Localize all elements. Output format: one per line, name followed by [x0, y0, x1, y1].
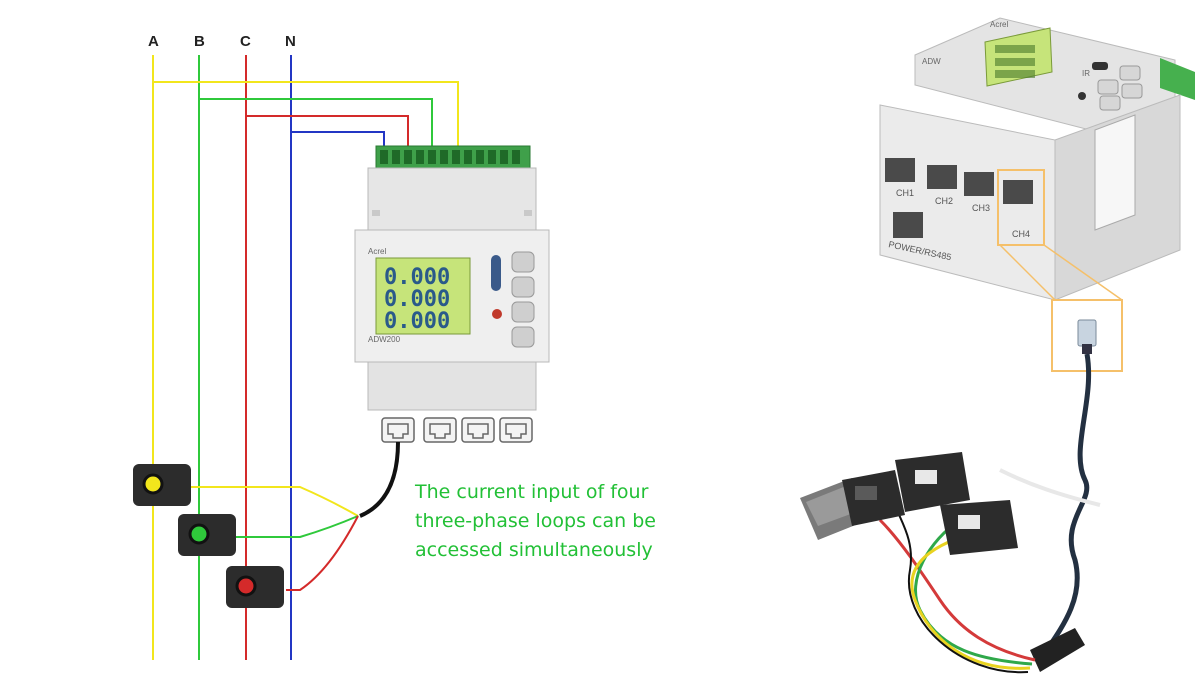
lcd-row-2: 0.000: [384, 287, 450, 312]
ct-clamp-3: [895, 452, 970, 512]
port-label-ch4: CH4: [1012, 229, 1030, 239]
cable-tie: [999, 468, 1101, 507]
lcd-row-1: 0.000: [384, 265, 450, 290]
meter-right-brand: Acrel: [990, 20, 1008, 29]
phase-label-a: A: [148, 33, 159, 50]
ir-window: [491, 255, 501, 291]
meter-left-brand: Acrel: [368, 247, 386, 256]
port-label-ch3: CH3: [972, 203, 990, 213]
rj-plug: [1077, 319, 1097, 354]
meter-button-2[interactable]: [511, 276, 535, 298]
port-label-ch1: CH1: [896, 188, 914, 198]
meter-button-4[interactable]: [511, 326, 535, 348]
ct-lead-c: [286, 515, 359, 591]
energy-meter-left: Acrel ADW200 0.000 0.000 0.000: [354, 167, 550, 411]
sensor-cable: [1037, 353, 1092, 662]
lead-black: [894, 504, 1029, 674]
pulse-led: [492, 309, 502, 319]
meter-left-lcd: [375, 257, 471, 335]
energy-meter-right: Acrel ADW IR CH1 CH2 CH3 CH4 POWER/RS485: [879, 17, 1195, 301]
meter-right-ir-label: IR: [1082, 69, 1090, 78]
caption-line-1: The current input of four: [414, 481, 649, 503]
voltage-wire-a: [153, 81, 459, 150]
meter-left-model: ADW200: [368, 335, 401, 344]
ct-clamp-4: [940, 500, 1018, 555]
terminal-block: [375, 145, 531, 169]
ct-lead-a: [190, 486, 359, 517]
ct-sensor-c: [226, 566, 284, 608]
phase-label-b: B: [194, 33, 205, 50]
meter-right-button-1[interactable]: [1119, 65, 1141, 81]
caption-line-2: three-phase loops can be: [415, 510, 656, 532]
meter-right-led: [1078, 92, 1086, 100]
ch4-highlight-box: [997, 169, 1045, 246]
phase-label-n: N: [285, 33, 296, 50]
cable-boot: [1030, 628, 1085, 672]
lcd-row-3: 0.000: [384, 309, 450, 334]
phase-label-c: C: [240, 33, 251, 50]
meter-right-model: ADW: [922, 57, 941, 66]
highlight-connector-right: [1043, 244, 1123, 301]
port-label-ch2: CH2: [935, 196, 953, 206]
ct-clamp-2: [842, 470, 905, 526]
voltage-wire-n: [291, 131, 385, 150]
ct-sensor-a: [133, 464, 191, 506]
meter-right-button-4[interactable]: [1099, 95, 1121, 111]
voltage-wire-b: [199, 98, 433, 150]
lead-red: [878, 518, 1036, 662]
meter-right-button-3[interactable]: [1121, 83, 1143, 99]
meter-right-button-2[interactable]: [1097, 79, 1119, 95]
ct-lead-b: [236, 515, 359, 538]
ct-cable: [359, 441, 400, 518]
voltage-wire-c: [246, 115, 409, 150]
highlight-connector-left: [999, 244, 1056, 301]
meter-button-3[interactable]: [511, 301, 535, 323]
ct-sensor-b: [178, 514, 236, 556]
meter-right-ir-window: [1092, 62, 1108, 70]
caption-line-3: accessed simultaneously: [415, 539, 653, 561]
meter-button-1[interactable]: [511, 251, 535, 273]
meter-left-ports: [381, 417, 533, 443]
